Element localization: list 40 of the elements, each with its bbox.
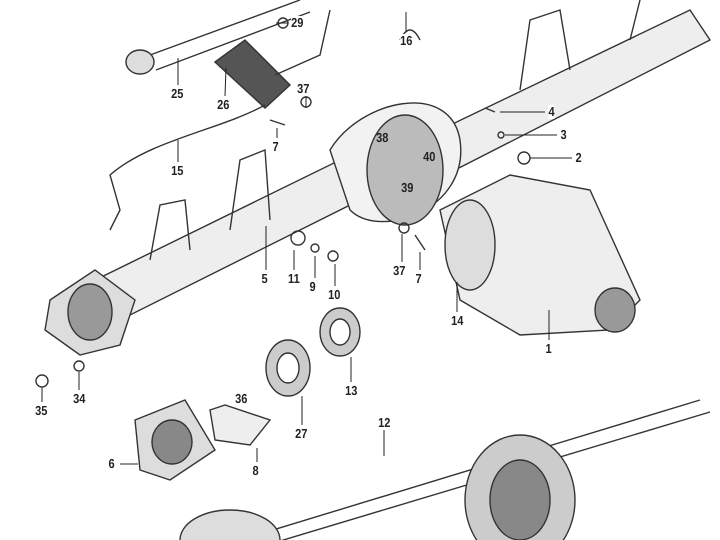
leader-line bbox=[350, 356, 352, 382]
callout-number: 37 bbox=[393, 264, 406, 278]
callout-number: 4 bbox=[548, 105, 555, 119]
callout-number: 14 bbox=[451, 314, 464, 328]
callout-number: 7 bbox=[416, 272, 422, 286]
leader-line bbox=[548, 310, 550, 340]
leader-line bbox=[314, 256, 316, 278]
callout-number: 2 bbox=[576, 151, 582, 165]
callout-number: 38 bbox=[376, 131, 388, 145]
callout-number: 36 bbox=[235, 392, 248, 406]
callout-number: 3 bbox=[560, 128, 567, 142]
callout-number: 26 bbox=[217, 98, 230, 112]
callout-number: 13 bbox=[345, 384, 358, 398]
callout-number: 35 bbox=[35, 404, 48, 418]
callout-number: 15 bbox=[171, 164, 184, 178]
leader-line bbox=[276, 22, 288, 24]
callout-number: 27 bbox=[295, 427, 308, 441]
callout-number: 12 bbox=[378, 416, 390, 430]
leader-line bbox=[224, 68, 226, 96]
leader-line bbox=[276, 128, 278, 138]
callout-number: 40 bbox=[423, 150, 436, 164]
leader-line bbox=[256, 448, 258, 462]
leader-line bbox=[334, 264, 336, 286]
leader-line bbox=[456, 282, 458, 312]
callout-number: 8 bbox=[252, 464, 259, 478]
callout-number: 6 bbox=[108, 457, 115, 471]
leader-line bbox=[78, 372, 80, 390]
callout-number: 1 bbox=[546, 342, 552, 356]
callout-number: 25 bbox=[171, 87, 184, 101]
callout-number: 9 bbox=[310, 280, 316, 294]
callout-number: 7 bbox=[272, 140, 279, 154]
leader-line bbox=[504, 134, 558, 136]
callout-number: 10 bbox=[328, 288, 340, 302]
callout-number: 11 bbox=[288, 272, 300, 286]
callout-number: 5 bbox=[262, 272, 268, 286]
callout-number: 34 bbox=[73, 392, 86, 406]
callout-number: 16 bbox=[400, 34, 412, 48]
callout-number: 39 bbox=[401, 181, 414, 195]
callout-number: 37 bbox=[297, 82, 310, 96]
callout-number: 29 bbox=[291, 16, 304, 30]
